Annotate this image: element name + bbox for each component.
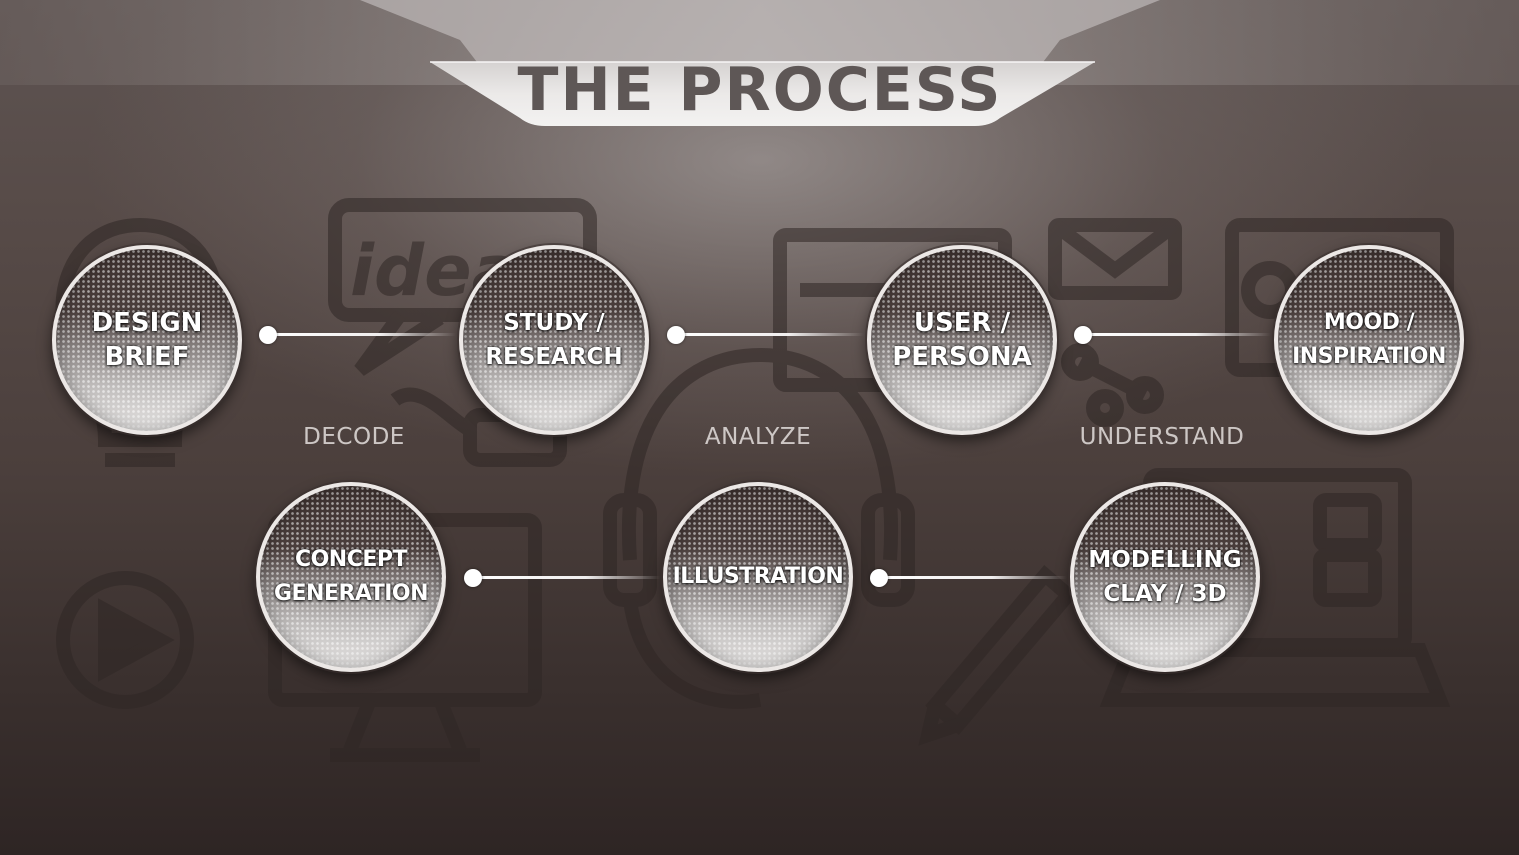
node-label-line: MOOD / [1278,306,1460,340]
connector-dot [464,569,482,587]
phase-label-decode: DECODE [224,424,484,450]
node-label-line: ILLUSTRATION [667,560,849,594]
connector-dot [667,326,685,344]
node-label-line: PERSONA [871,340,1053,374]
pencil-icon [928,575,1068,735]
connector-dot [259,326,277,344]
node-label: DESIGN BRIEF [56,306,238,374]
connector-line [1083,333,1271,336]
node-modelling-clay-3d: MODELLING CLAY / 3D [1070,482,1260,672]
node-concept-generation: CONCEPT GENERATION [256,482,446,672]
node-illustration: ILLUSTRATION [663,482,853,672]
node-user-persona: USER / PERSONA [867,245,1057,435]
connector-line [473,576,661,579]
connector-dot [1074,326,1092,344]
node-label: ILLUSTRATION [667,560,849,594]
node-study-research: STUDY / RESEARCH [459,245,649,435]
phase-label-understand: UNDERSTAND [1032,424,1292,450]
node-label-line: STUDY / [463,306,645,340]
node-label-line: CLAY / 3D [1074,577,1256,611]
node-label: MODELLING CLAY / 3D [1074,543,1256,611]
node-label: CONCEPT GENERATION [260,543,442,611]
node-label-line: CONCEPT [260,543,442,577]
phase-label-analyze: ANALYZE [628,424,888,450]
node-label-line: DESIGN [56,306,238,340]
connector-dot [870,569,888,587]
node-design-brief: DESIGN BRIEF [52,245,242,435]
node-label: STUDY / RESEARCH [463,306,645,374]
node-label-line: RESEARCH [463,340,645,374]
connector-line [879,576,1067,579]
node-mood-inspiration: MOOD / INSPIRATION [1274,245,1464,435]
node-label-line: MODELLING [1074,543,1256,577]
node-label-line: GENERATION [260,577,442,611]
node-label-line: BRIEF [56,340,238,374]
play-circle-icon [63,578,187,702]
page-title: THE PROCESS [360,52,1160,128]
connector-line [268,333,456,336]
node-label-line: USER / [871,306,1053,340]
node-label-line: INSPIRATION [1278,340,1460,374]
network-icon [1068,350,1157,420]
node-label: MOOD / INSPIRATION [1278,306,1460,374]
connector-line [676,333,864,336]
node-label: USER / PERSONA [871,306,1053,374]
envelope-icon [1055,225,1175,293]
